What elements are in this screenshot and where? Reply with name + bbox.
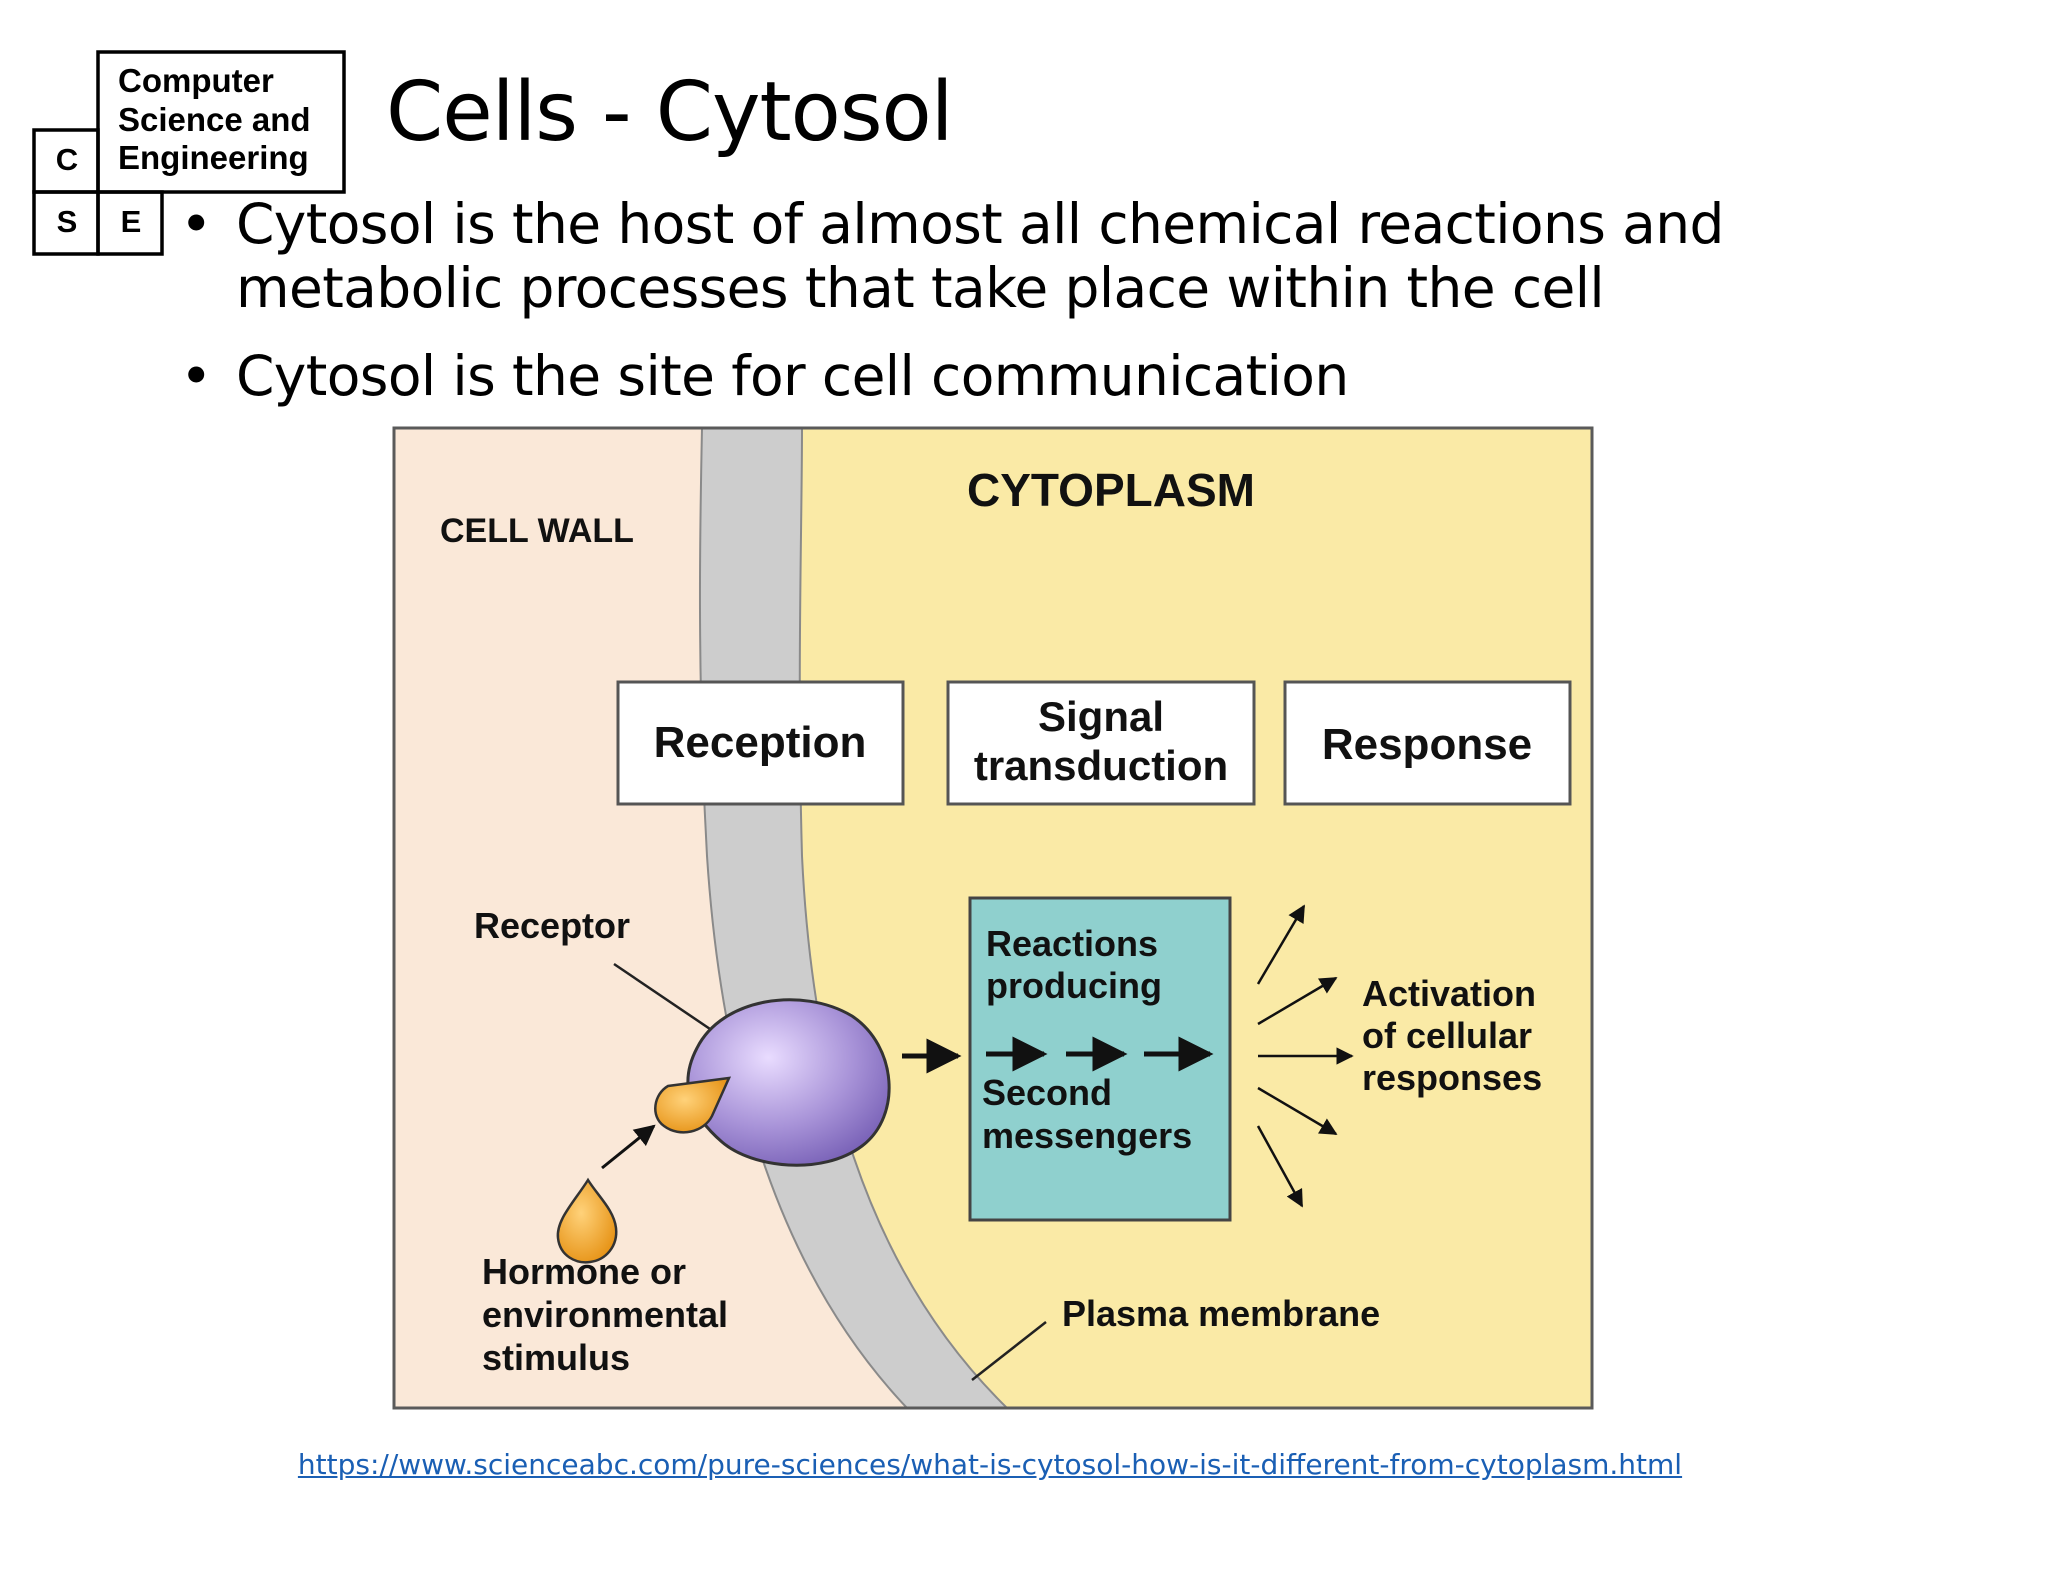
cse-logo: Computer Science and Engineering C S E [32,50,346,256]
source-link[interactable]: https://www.scienceabc.com/pure-sciences… [297,1448,1683,1481]
reception-box [616,680,905,806]
plasma-membrane-label: Plasma membrane [1062,1293,1380,1334]
bullet-glyph: • [180,192,212,256]
receptor-label: Receptor [474,905,630,946]
response-label: Response [1322,720,1532,769]
reactions-label-line3: Second [982,1072,1112,1113]
logo-letter-c: C [55,142,79,177]
logo-line-science: Science and [118,100,311,138]
hormone-binding-arrow [601,1124,656,1170]
bullet-item: • Cytosol is the host of almost all chem… [180,192,1940,320]
logo-line-engineering: Engineering [118,139,309,176]
bullet-text: Cytosol is the site for cell communicati… [236,344,1349,408]
hormone-label-line2: environmental [482,1294,728,1335]
activation-label-line3: responses [1362,1057,1542,1098]
signal-transduction-box [946,680,1256,806]
reception-label: Reception [654,718,867,767]
response-arrow-5 [1256,1125,1304,1208]
response-box [1283,680,1572,806]
reactions-label-line2: producing [986,965,1162,1006]
cell-communication-diagram: CELL WALL CYTOPLASM Reception Signal tra… [392,426,1596,1412]
logo-letter-e: E [120,204,142,239]
logo-line-computer: Computer [118,62,274,99]
logo-grid [32,50,346,256]
bound-hormone [654,1076,732,1134]
hormone-label-line3: stimulus [482,1337,630,1378]
logo-text: Computer Science and Engineering [118,62,348,178]
cell-wall-label: CELL WALL [440,512,634,550]
response-arrow-4 [1257,1086,1338,1136]
logo-letter-s: S [56,204,78,239]
reactions-label-line1: Reactions [986,923,1158,964]
diagram-frame [392,426,1594,1410]
signal-label-line1: Signal [1038,693,1164,740]
slide-title: Cells - Cytosol [386,65,953,160]
hormone-label-line1: Hormone or [482,1251,686,1292]
activation-label-line1: Activation [1362,973,1536,1014]
receptor-protein [686,998,891,1167]
diagram-canvas: CELL WALL CYTOPLASM Reception Signal tra… [392,426,1594,1410]
reactions-label-line4: messengers [982,1115,1192,1156]
free-hormone [556,1177,618,1264]
response-arrow-1 [1256,904,1306,985]
signal-label-line2: transduction [974,742,1228,789]
response-arrow-2 [1257,976,1338,1026]
bullet-item: • Cytosol is the site for cell communica… [180,344,1940,408]
activation-label-line2: of cellular [1362,1015,1532,1056]
bullet-list: • Cytosol is the host of almost all chem… [180,192,1940,432]
bullet-text: Cytosol is the host of almost all chemic… [236,192,1724,320]
plasma-membrane-pointer [971,1321,1047,1381]
bullet-glyph: • [180,344,212,408]
cytoplasm-label: CYTOPLASM [967,464,1255,516]
